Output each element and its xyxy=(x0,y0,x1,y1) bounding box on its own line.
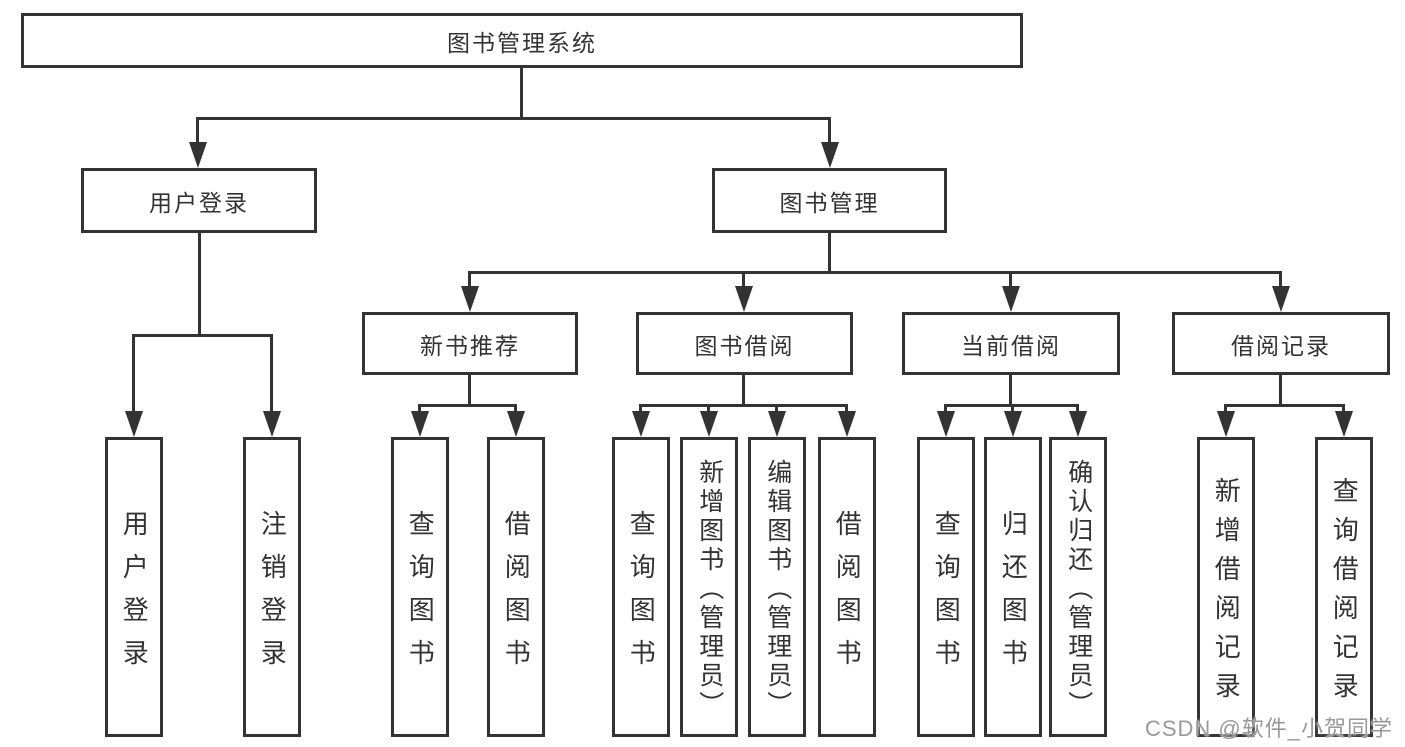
node-book-borrowing: 图书借阅 xyxy=(636,312,853,375)
node-label: 查询图书 xyxy=(931,509,962,682)
arrowhead-icon xyxy=(507,411,525,437)
connector-line xyxy=(742,271,745,289)
arrowhead-icon xyxy=(735,286,753,312)
connector-line xyxy=(944,404,947,414)
node-label: 归还图书 xyxy=(998,509,1029,682)
connector-line xyxy=(828,117,831,147)
connector-line xyxy=(1224,404,1227,414)
connector-line xyxy=(1011,404,1014,414)
node-current-borrowing: 当前借阅 xyxy=(902,312,1120,375)
node-edit-book-admin: 编辑图书（管理员） xyxy=(748,437,806,737)
connector-line xyxy=(1009,375,1012,407)
node-query-books-2: 查询图书 xyxy=(612,437,670,737)
node-user-login: 用户登录 xyxy=(81,168,317,233)
connector-line xyxy=(520,68,523,120)
node-add-book-admin: 新增图书（管理员） xyxy=(680,437,738,737)
connector-line xyxy=(1009,271,1012,289)
arrowhead-icon xyxy=(461,286,479,312)
connector-line xyxy=(742,375,745,407)
node-label: 新增借阅记录 xyxy=(1211,476,1242,711)
node-return-books: 归还图书 xyxy=(984,437,1042,737)
csdn-watermark: CSDN @软件_小贺同学 xyxy=(1144,716,1393,741)
connector-line xyxy=(1342,404,1345,414)
node-user-login-leaf: 用户登录 xyxy=(105,437,163,737)
arrowhead-icon xyxy=(768,411,786,437)
node-borrow-books-1: 借阅图书 xyxy=(487,437,545,737)
connector-line xyxy=(468,375,471,407)
node-logout: 注销登录 xyxy=(243,437,301,737)
node-borrowing-records: 借阅记录 xyxy=(1172,312,1390,375)
node-label: 用户登录 xyxy=(149,189,249,216)
arrowhead-icon xyxy=(632,411,650,437)
arrowhead-icon xyxy=(263,411,281,437)
arrowhead-icon xyxy=(1272,286,1290,312)
node-confirm-return-admin: 确认归还（管理员） xyxy=(1049,437,1107,737)
connector-line xyxy=(270,334,273,414)
node-label: 用户登录 xyxy=(119,509,150,682)
node-label: 确认归还（管理员） xyxy=(1064,458,1093,720)
node-add-borrow-record: 新增借阅记录 xyxy=(1197,437,1255,737)
node-label: 借阅图书 xyxy=(501,509,532,682)
arrowhead-icon xyxy=(1217,411,1235,437)
arrowhead-icon xyxy=(189,142,207,168)
arrowhead-icon xyxy=(821,142,839,168)
connector-line xyxy=(468,271,1282,274)
connector-line xyxy=(198,233,201,337)
node-label: 查询图书 xyxy=(405,509,436,682)
connector-line xyxy=(1279,375,1282,407)
connector-line xyxy=(196,117,199,147)
arrowhead-icon xyxy=(411,411,429,437)
node-library-management-system: 图书管理系统 xyxy=(21,13,1023,68)
node-label: 新增图书（管理员） xyxy=(695,458,724,720)
node-label: 图书管理系统 xyxy=(447,29,597,56)
node-label: 查询图书 xyxy=(626,509,657,682)
node-label: 图书借阅 xyxy=(694,332,795,359)
arrowhead-icon xyxy=(125,411,143,437)
connector-line xyxy=(775,404,778,414)
node-label: 借阅记录 xyxy=(1231,332,1331,359)
arrowhead-icon xyxy=(937,411,955,437)
arrowhead-icon xyxy=(1004,411,1022,437)
node-book-management: 图书管理 xyxy=(712,168,947,233)
connector-line xyxy=(468,271,471,289)
connector-line xyxy=(845,404,848,414)
connector-line xyxy=(707,404,710,414)
connector-line xyxy=(196,117,831,120)
node-label: 图书管理 xyxy=(779,189,880,216)
node-label: 注销登录 xyxy=(257,509,288,682)
connector-line xyxy=(1224,404,1345,407)
connector-line xyxy=(514,404,517,414)
node-label: 编辑图书（管理员） xyxy=(763,458,792,720)
connector-line xyxy=(639,404,848,407)
node-new-book-recommendation: 新书推荐 xyxy=(362,312,578,375)
node-query-borrow-record: 查询借阅记录 xyxy=(1315,437,1373,737)
arrowhead-icon xyxy=(1002,286,1020,312)
connector-line xyxy=(132,334,135,414)
node-label: 当前借阅 xyxy=(961,332,1061,359)
arrowhead-icon xyxy=(1069,411,1087,437)
connector-line xyxy=(639,404,642,414)
connector-line xyxy=(828,233,831,274)
node-borrow-books-2: 借阅图书 xyxy=(818,437,876,737)
arrowhead-icon xyxy=(838,411,856,437)
node-query-books-1: 查询图书 xyxy=(391,437,449,737)
node-label: 查询借阅记录 xyxy=(1329,476,1360,711)
connector-line xyxy=(132,334,273,337)
connector-line xyxy=(1279,271,1282,289)
arrowhead-icon xyxy=(700,411,718,437)
connector-line xyxy=(418,404,421,414)
node-label: 借阅图书 xyxy=(832,509,863,682)
connector-line xyxy=(418,404,517,407)
connector-line xyxy=(1076,404,1079,414)
node-query-books-3: 查询图书 xyxy=(917,437,975,737)
node-label: 新书推荐 xyxy=(420,332,520,359)
arrowhead-icon xyxy=(1335,411,1353,437)
